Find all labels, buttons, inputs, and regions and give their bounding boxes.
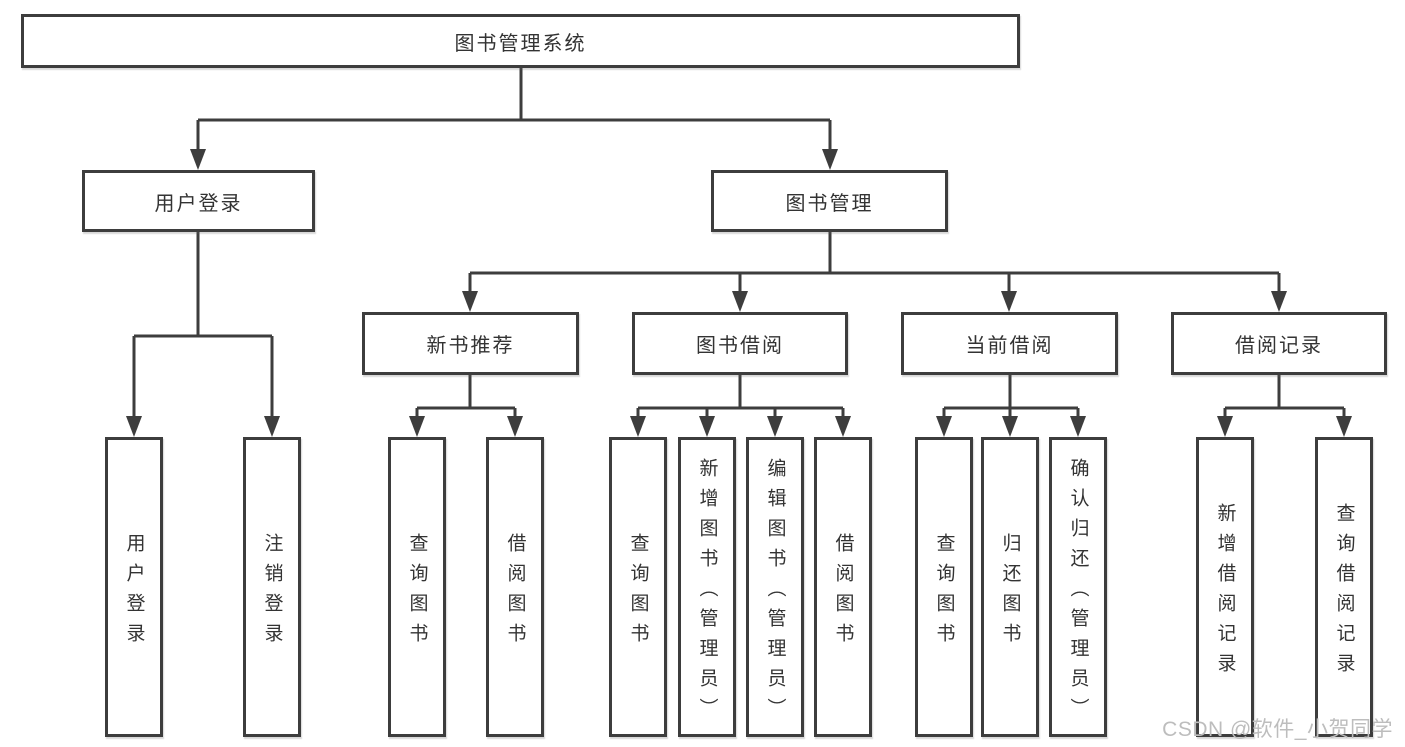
node-leaf-logout: 注销登录	[243, 437, 301, 737]
node-label: 用户登录	[154, 192, 243, 215]
node-leaf-return-books: 归还图书	[981, 437, 1039, 737]
node-leaf-borrow-books-recommend: 借阅图书	[486, 437, 544, 737]
node-leaf-user-login: 用户登录	[105, 437, 163, 737]
node-book-borrow: 图书借阅	[632, 312, 848, 375]
node-label: 借阅记录	[1235, 335, 1323, 357]
arrowhead-icons	[126, 149, 1352, 437]
node-label: 图书借阅	[696, 335, 784, 357]
node-leaf-query-borrow-record: 查询借阅记录	[1315, 437, 1373, 737]
node-label: 注销登录	[261, 532, 283, 653]
node-label: 查询图书	[627, 532, 649, 653]
node-borrow-records: 借阅记录	[1171, 312, 1387, 375]
node-label: 查询借阅记录	[1333, 502, 1355, 683]
node-label: 借阅图书	[504, 532, 526, 653]
node-leaf-query-books-recommend: 查询图书	[388, 437, 446, 737]
node-leaf-query-books-current: 查询图书	[915, 437, 973, 737]
node-label: 图书管理	[785, 192, 874, 215]
node-leaf-add-books-admin: 新增图书（管理员）	[678, 437, 736, 737]
node-user-login: 用户登录	[82, 170, 315, 232]
node-label: 查询图书	[933, 532, 955, 653]
node-leaf-add-borrow-record: 新增借阅记录	[1196, 437, 1254, 737]
node-label: 编辑图书（管理员）	[764, 457, 786, 728]
node-label: 新增图书（管理员）	[696, 457, 718, 728]
node-leaf-edit-books-admin: 编辑图书（管理员）	[746, 437, 804, 737]
node-book-management: 图书管理	[711, 170, 948, 232]
csdn-watermark: CSDN @软件_小贺同学	[1162, 718, 1393, 741]
node-label: 新增借阅记录	[1214, 502, 1236, 683]
node-label: 新书推荐	[426, 335, 515, 357]
node-label: 确认归还（管理员）	[1067, 457, 1089, 728]
node-label: 借阅图书	[832, 532, 854, 653]
node-leaf-borrow-books: 借阅图书	[814, 437, 872, 737]
node-leaf-confirm-return-admin: 确认归还（管理员）	[1049, 437, 1107, 737]
node-label: 查询图书	[406, 532, 428, 653]
node-label: 归还图书	[999, 532, 1021, 653]
node-leaf-query-books-borrow: 查询图书	[609, 437, 667, 737]
node-label: 图书管理系统	[454, 32, 587, 55]
node-new-book-recommend: 新书推荐	[362, 312, 579, 375]
node-current-borrow: 当前借阅	[901, 312, 1118, 375]
node-library-management-system: 图书管理系统	[21, 14, 1020, 68]
node-label: 用户登录	[123, 532, 145, 653]
node-label: 当前借阅	[965, 335, 1054, 357]
